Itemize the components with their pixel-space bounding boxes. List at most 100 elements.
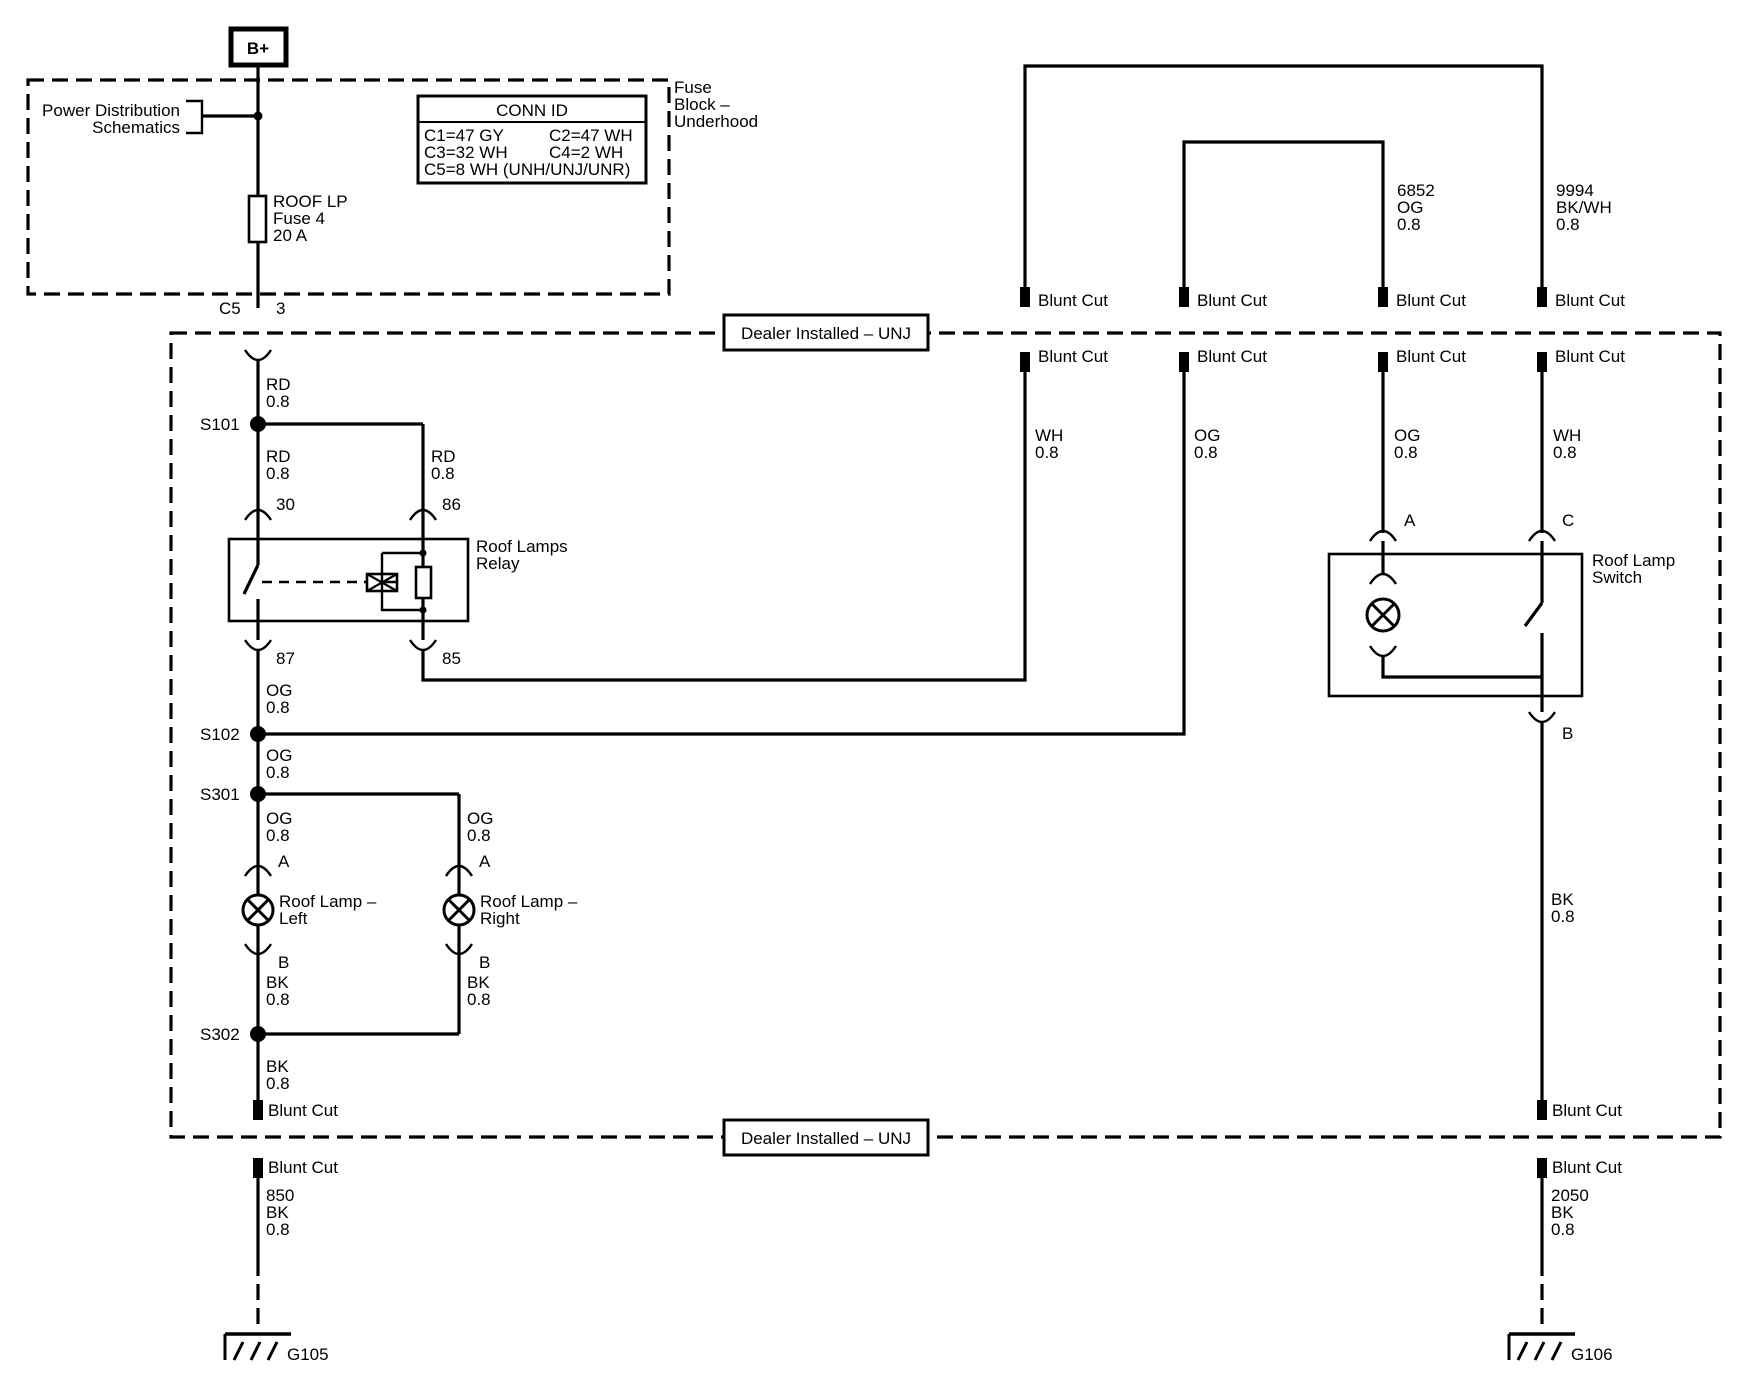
wire-rd-gauge: 0.8 <box>266 464 290 483</box>
wire-og-color: OG <box>1394 426 1420 445</box>
relay-pin-30: 30 <box>276 495 295 514</box>
wire-bk-color: BK <box>266 1057 289 1076</box>
roof-lamp-right: A B Roof Lamp – Right <box>442 852 578 972</box>
blunt-cut-marker <box>253 1100 263 1120</box>
ground-g105-label: G105 <box>287 1345 329 1364</box>
splice-s302-label: S302 <box>200 1025 240 1044</box>
splice-s301-label: S301 <box>200 785 240 804</box>
wire-bk-gauge: 0.8 <box>467 990 491 1009</box>
wire-og-gauge: 0.8 <box>1194 443 1218 462</box>
blunt-cut-marker <box>1020 287 1030 307</box>
blunt-cut-label: Blunt Cut <box>1038 291 1108 310</box>
relay-name-1: Roof Lamps <box>476 537 568 556</box>
blunt-cut-label: Blunt Cut <box>1552 1158 1622 1177</box>
blunt-cut-label: Blunt Cut <box>1552 1101 1622 1120</box>
blunt-cut-marker <box>1537 352 1547 372</box>
blunt-cut-label: Blunt Cut <box>1197 347 1267 366</box>
lamp-right-name-2: Right <box>480 909 520 928</box>
wire-rd-color: RD <box>431 447 456 466</box>
ground-g105-icon <box>223 1332 291 1361</box>
wire-bk-gauge: 0.8 <box>266 1074 290 1093</box>
relay-pin-87: 87 <box>276 649 295 668</box>
switch-pin-c: C <box>1562 511 1574 530</box>
wire-rd-gauge: 0.8 <box>266 392 290 411</box>
lamp-left-name-2: Left <box>279 909 308 928</box>
connector-id-c2: C2=47 WH <box>549 126 633 145</box>
blunt-cut-label: Blunt Cut <box>1038 347 1108 366</box>
wire-og-color: OG <box>266 681 292 700</box>
power-distribution-label-1: Power Distribution <box>42 101 180 120</box>
wire-og-s102 <box>258 372 1186 736</box>
dealer-installed-bottom-label: Dealer Installed – UNJ <box>741 1129 911 1148</box>
wire-6852-loop <box>1182 140 1385 287</box>
ground-g106-icon <box>1507 1332 1575 1361</box>
wire-bk-color: BK <box>266 973 289 992</box>
fuse-block-boundary <box>26 78 671 296</box>
wire-bk-gauge: 0.8 <box>1551 907 1575 926</box>
wire-2050-color: BK <box>1551 1203 1574 1222</box>
switch-pin-b: B <box>1562 724 1573 743</box>
connector-id-table: CONN ID C1=47 GY C2=47 WH C3=32 WH C4=2 … <box>416 94 648 185</box>
fuse-pin-label: 3 <box>276 299 285 318</box>
power-distribution-label-2: Schematics <box>92 118 180 137</box>
wire-850-gauge: 0.8 <box>266 1220 290 1239</box>
roof-lamp-switch: A C B Roof Lamp Switch <box>1327 511 1675 743</box>
wire-9994-loop <box>1023 64 1544 287</box>
wire-wh-gauge: 0.8 <box>1035 443 1059 462</box>
blunt-cut-marker <box>1378 352 1388 372</box>
fuse-block-title-1: Fuse <box>674 78 712 97</box>
wire-bk-color: BK <box>1551 890 1574 909</box>
wire-9994-gauge: 0.8 <box>1556 215 1580 234</box>
fuse-label-1: ROOF LP <box>273 192 348 211</box>
wire-850-circuit: 850 <box>266 1186 294 1205</box>
dealer-installed-boundary <box>169 331 1722 1139</box>
blunt-cut-marker <box>1537 1100 1547 1120</box>
wire-wh-gauge: 0.8 <box>1553 443 1577 462</box>
relay-pin-86: 86 <box>442 495 461 514</box>
blunt-cut-label: Blunt Cut <box>1396 291 1466 310</box>
fuse-symbol <box>247 194 268 244</box>
connector-c5-female <box>243 349 273 362</box>
wire-og-color: OG <box>1194 426 1220 445</box>
blunt-cut-marker <box>1179 287 1189 307</box>
splice-s101-label: S101 <box>200 415 240 434</box>
wire-rd-color: RD <box>266 375 291 394</box>
relay-coil-resistor <box>414 565 433 600</box>
wire-og-gauge: 0.8 <box>467 826 491 845</box>
dealer-installed-bottom-box <box>722 1118 930 1157</box>
wire-6852-gauge: 0.8 <box>1397 215 1421 234</box>
wire-2050-gauge: 0.8 <box>1551 1220 1575 1239</box>
blunt-cut-label: Blunt Cut <box>1555 291 1625 310</box>
ground-g106-label: G106 <box>1571 1345 1613 1364</box>
wire-wh-color: WH <box>1035 426 1063 445</box>
splice-s302 <box>250 1026 266 1042</box>
connector-id-title: CONN ID <box>496 101 568 120</box>
connector-id-c4: C4=2 WH <box>549 143 623 162</box>
switch-name-2: Switch <box>1592 568 1642 587</box>
fuse-block-title-3: Underhood <box>674 112 758 131</box>
blunt-cut-label: Blunt Cut <box>1197 291 1267 310</box>
dealer-installed-top-box <box>722 313 930 352</box>
connector-id-c3: C3=32 WH <box>424 143 508 162</box>
wire-og-gauge: 0.8 <box>266 698 290 717</box>
wire-bk-color: BK <box>467 973 490 992</box>
blunt-cut-marker <box>253 1158 263 1178</box>
blunt-cut-marker <box>1179 352 1189 372</box>
blunt-cut-marker <box>1020 352 1030 372</box>
roof-lamp-left: A B Roof Lamp – Left <box>241 852 377 972</box>
fuse-label-3: 20 A <box>273 226 308 245</box>
relay-pin-85: 85 <box>442 649 461 668</box>
lamp-left-pin-b: B <box>278 953 289 972</box>
connector-id-c5: C5=8 WH (UNH/UNJ/UNR) <box>424 160 630 179</box>
lamp-right-pin-a: A <box>479 852 491 871</box>
wire-og-color: OG <box>266 746 292 765</box>
relay-name-2: Relay <box>476 554 520 573</box>
lamp-left-name-1: Roof Lamp – <box>279 892 377 911</box>
blunt-cut-label: Blunt Cut <box>1396 347 1466 366</box>
wire-wh-relay-85 <box>421 372 1027 682</box>
wire-9994-circuit: 9994 <box>1556 181 1594 200</box>
wire-rd-gauge: 0.8 <box>431 464 455 483</box>
wire-850-color: BK <box>266 1203 289 1222</box>
blunt-cut-marker <box>1537 1158 1547 1178</box>
